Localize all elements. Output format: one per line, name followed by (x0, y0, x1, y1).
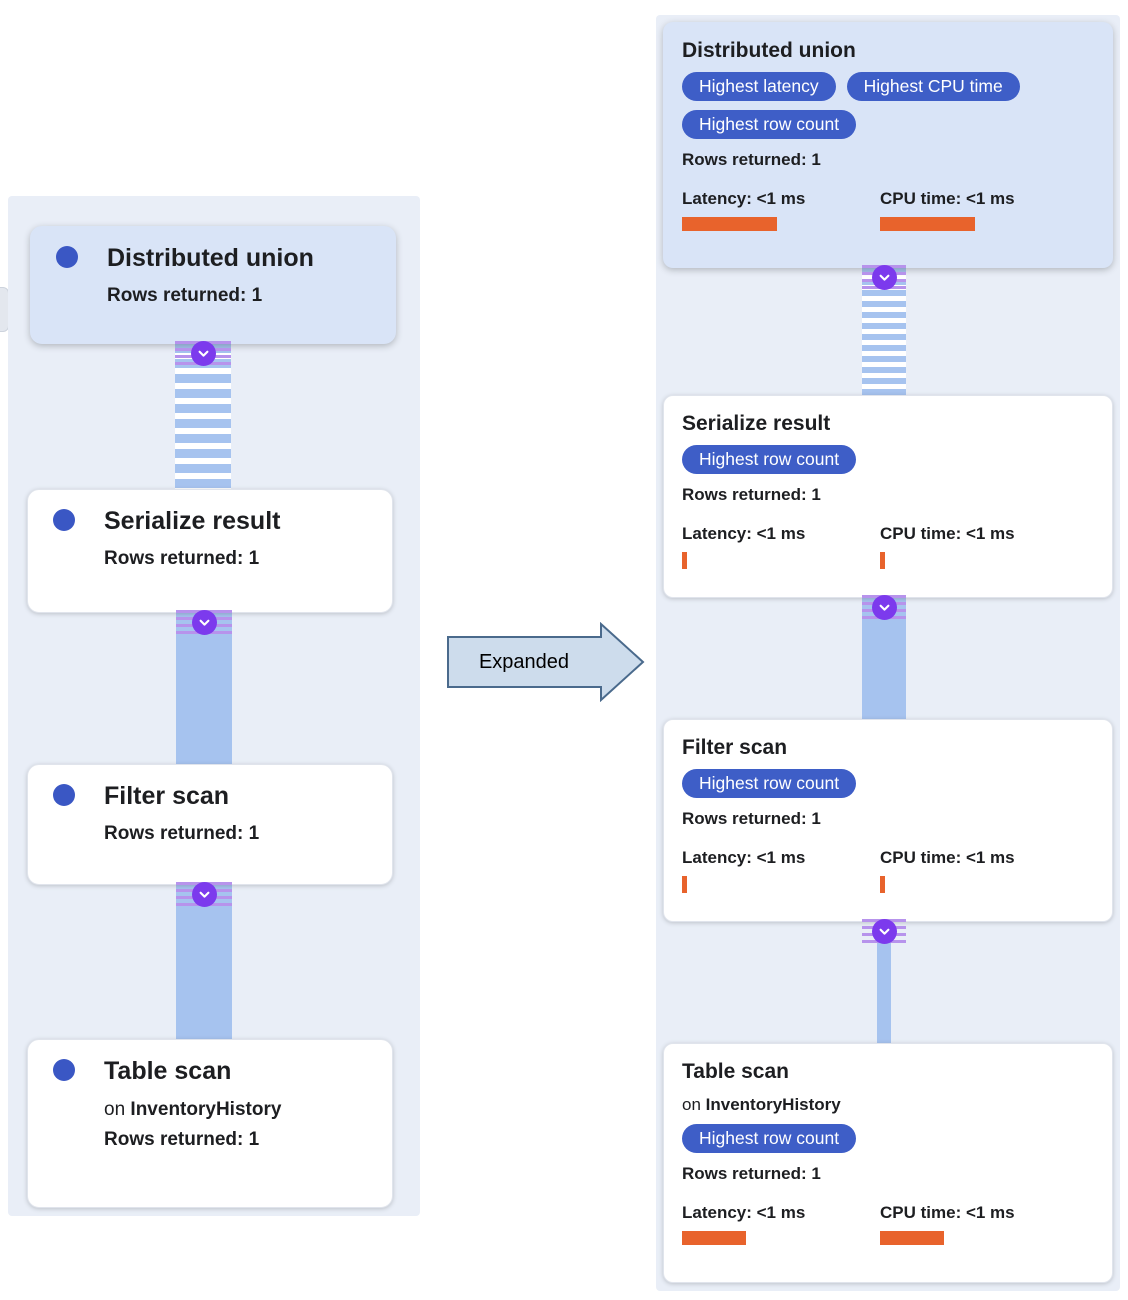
latency-label: Latency: <1 ms (682, 189, 806, 208)
node-badges: Highest row count (682, 1124, 1094, 1153)
plan-node-table-scan[interactable]: Table scan on InventoryHistory Highest r… (663, 1043, 1113, 1283)
node-rows-returned: Rows returned: 1 (682, 809, 821, 828)
latency-metric: Latency: <1 ms (682, 847, 880, 893)
expand-node-control[interactable] (175, 341, 231, 366)
node-title: Serialize result (682, 412, 831, 435)
latency-bar (682, 552, 687, 569)
cpu-time-bar (880, 552, 885, 569)
plan-node-distributed-union[interactable]: Distributed union Highest latency Highes… (663, 22, 1113, 268)
expanded-annotation-arrow: Expanded (447, 621, 645, 703)
node-dot (53, 509, 75, 531)
node-title: Filter scan (682, 736, 788, 759)
expand-node-control[interactable] (176, 882, 232, 907)
node-rows-returned: Rows returned: 1 (682, 485, 821, 504)
connector-striped (175, 344, 231, 490)
plan-node-table-scan[interactable]: Table scan on InventoryHistory Rows retu… (27, 1039, 393, 1208)
cpu-time-bar (880, 1231, 944, 1245)
node-rows-returned: Rows returned: 1 (682, 150, 821, 169)
connector-solid-thin (877, 922, 891, 1043)
badge-highest-row-count: Highest row count (682, 110, 857, 139)
collapsed-plan-panel: Distributed union Rows returned: 1 Seria… (8, 196, 420, 1216)
node-dot (53, 1059, 75, 1081)
cpu-metric: CPU time: <1 ms (880, 523, 1078, 569)
chevron-down-icon (191, 610, 217, 635)
node-table-name: on InventoryHistory (682, 1095, 841, 1114)
expand-node-control[interactable] (176, 610, 232, 635)
node-metrics: Latency: <1 ms CPU time: <1 ms (682, 188, 1094, 231)
node-dot (56, 246, 78, 268)
cpu-time-bar (880, 217, 975, 231)
node-title: Serialize result (104, 507, 281, 535)
node-title: Filter scan (104, 782, 230, 810)
collapse-node-control[interactable] (862, 919, 906, 944)
collapse-node-control[interactable] (862, 595, 906, 620)
plan-node-serialize-result[interactable]: Serialize result Rows returned: 1 (27, 489, 393, 613)
node-rows-returned: Rows returned: 1 (107, 285, 263, 306)
latency-label: Latency: <1 ms (682, 1203, 806, 1222)
node-title: Table scan (104, 1057, 232, 1085)
chevron-down-icon (871, 919, 897, 944)
connector-solid (176, 613, 232, 765)
node-rows-returned: Rows returned: 1 (104, 1129, 260, 1150)
badge-highest-cpu-time: Highest CPU time (846, 72, 1020, 101)
latency-metric: Latency: <1 ms (682, 1202, 880, 1245)
latency-metric: Latency: <1 ms (682, 188, 880, 231)
node-metrics: Latency: <1 ms CPU time: <1 ms (682, 847, 1094, 893)
arrow-label: Expanded (478, 650, 570, 673)
connector-solid (176, 885, 232, 1039)
chevron-down-icon (191, 882, 217, 907)
badge-highest-row-count: Highest row count (682, 445, 857, 474)
badge-highest-row-count: Highest row count (682, 769, 857, 798)
plan-node-filter-scan[interactable]: Filter scan Highest row count Rows retur… (663, 719, 1113, 922)
latency-label: Latency: <1 ms (682, 848, 806, 867)
latency-label: Latency: <1 ms (682, 524, 806, 543)
badge-highest-latency: Highest latency (682, 72, 836, 101)
chevron-down-icon (871, 595, 897, 620)
node-title: Distributed union (107, 244, 314, 272)
badge-highest-row-count: Highest row count (682, 1124, 857, 1153)
node-dot (53, 784, 75, 806)
node-badges: Highest row count (682, 769, 1094, 798)
node-rows-returned: Rows returned: 1 (682, 1164, 821, 1183)
cpu-time-label: CPU time: <1 ms (880, 848, 1015, 867)
right-arrow-shape (447, 621, 645, 703)
node-rows-returned: Rows returned: 1 (104, 823, 260, 844)
node-title: Table scan (682, 1060, 789, 1083)
plan-node-distributed-union[interactable]: Distributed union Rows returned: 1 (30, 226, 396, 344)
node-title: Distributed union (682, 39, 856, 62)
expanded-plan-panel: Distributed union Highest latency Highes… (656, 15, 1120, 1291)
plan-node-filter-scan[interactable]: Filter scan Rows returned: 1 (27, 764, 393, 885)
collapse-node-control[interactable] (862, 265, 906, 290)
node-table-name: on InventoryHistory (104, 1099, 282, 1120)
cpu-time-label: CPU time: <1 ms (880, 524, 1015, 543)
latency-metric: Latency: <1 ms (682, 523, 880, 569)
latency-bar (682, 217, 777, 231)
cpu-metric: CPU time: <1 ms (880, 188, 1078, 231)
node-badges: Highest row count (682, 445, 1094, 474)
cpu-time-label: CPU time: <1 ms (880, 1203, 1015, 1222)
latency-bar (682, 876, 687, 893)
latency-bar (682, 1231, 746, 1245)
cpu-metric: CPU time: <1 ms (880, 1202, 1078, 1245)
node-badges: Highest latency Highest CPU time Highest… (682, 72, 1094, 139)
plan-node-serialize-result[interactable]: Serialize result Highest row count Rows … (663, 395, 1113, 598)
chevron-down-icon (871, 265, 897, 290)
cpu-metric: CPU time: <1 ms (880, 847, 1078, 893)
chevron-down-icon (190, 341, 216, 366)
cpu-time-label: CPU time: <1 ms (880, 189, 1015, 208)
cpu-time-bar (880, 876, 885, 893)
node-metrics: Latency: <1 ms CPU time: <1 ms (682, 523, 1094, 569)
node-rows-returned: Rows returned: 1 (104, 548, 260, 569)
node-metrics: Latency: <1 ms CPU time: <1 ms (682, 1202, 1094, 1245)
